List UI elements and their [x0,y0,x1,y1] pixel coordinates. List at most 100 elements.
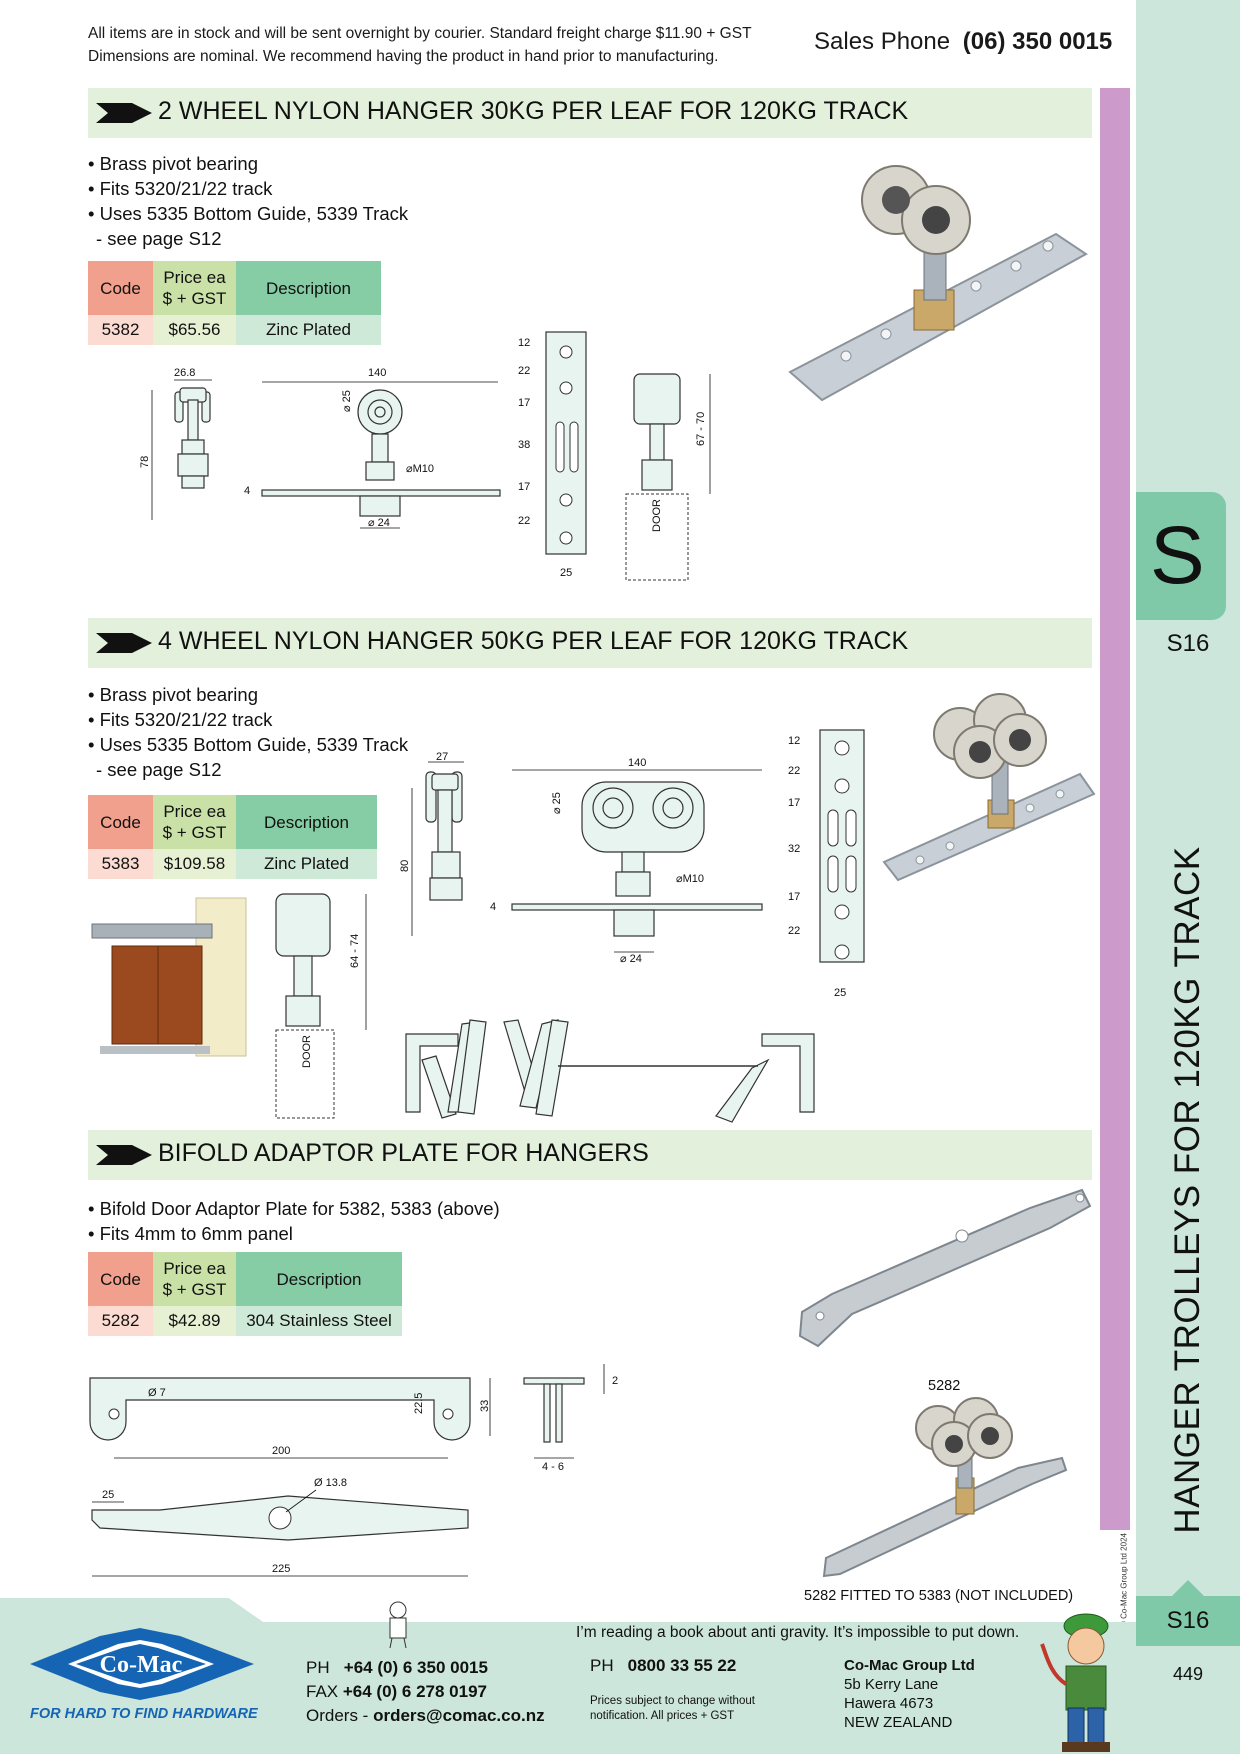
section-banner-2-wheel: 2 WHEEL NYLON HANGER 30KG PER LEAF FOR 1… [88,88,1092,138]
dim-thread: ⌀M10 [676,873,704,885]
dim-hole: Ø 7 [148,1387,166,1399]
footer-joke: I’m reading a book about anti gravity. I… [576,1624,1020,1641]
col-price-line1: Price ea [163,802,226,821]
adaptor-plate-photo [798,1188,1092,1348]
col-description: Description [236,1252,402,1306]
adaptor-plate-profile-diagram: 2 4 - 6 [523,1364,618,1473]
dim-end: 25 [102,1489,114,1501]
dim-height-inner: 22.5 [413,1393,425,1414]
list-item: Fits 5320/21/22 track [88,707,408,732]
dim-plate-width: 25 [560,567,572,579]
mount-plate-2-wheel-diagram: 12 22 17 38 17 22 25 [518,331,587,579]
dim-hole-1: 12 [518,337,530,349]
dim-hole-3: 17 [788,797,800,809]
side-rail-accent [1100,88,1130,1530]
price-table: Code Price ea $ + GST Description 5382 $… [88,261,381,345]
hanger-4-wheel-front-diagram: 140 ⌀M10 4 ⌀ 24 ⌀ 25 [490,757,763,965]
arrow-icon [96,1145,152,1165]
fitted-caption: 5282 FITTED TO 5383 (NOT INCLUDED) [804,1588,1074,1604]
dim-wheel: ⌀ 25 [341,390,353,412]
table-row[interactable]: 5383 $109.58 Zinc Plated [88,849,377,879]
cell-price: $42.89 [153,1306,236,1336]
dim-plate-thick: 4 [490,901,496,913]
notice-line-1: All items are in stock and will be sent … [88,25,752,42]
col-code: Code [88,795,153,849]
dim-plate-width: 25 [834,987,846,999]
list-item-note: - see page S12 [96,228,222,249]
col-code: Code [88,261,153,315]
list-item: Uses 5335 Bottom Guide, 5339 Track [88,732,409,757]
company-address: Co-Mac Group Ltd 5b Kerry Lane Hawera 46… [844,1656,975,1732]
list-item-note: - see page S12 [96,759,222,780]
col-price-line2: $ + GST [162,289,227,308]
section-title: 4 WHEEL NYLON HANGER 50KG PER LEAF FOR 1… [158,627,909,655]
door-mount-4-wheel-diagram: DOOR 64 - 74 [275,893,367,1119]
footer-tab [0,1598,266,1624]
prices-note-line2: notification. All prices + GST [590,1710,735,1722]
section-title: 2 WHEEL NYLON HANGER 30KG PER LEAF FOR 1… [158,97,909,125]
price-table: Code Price ea $ + GST Description 5282 $… [88,1252,402,1336]
dim-hole-spacing: 200 [272,1445,290,1457]
mascot-plumber-icon [1040,1613,1110,1752]
orders-row: Orders - orders@comac.co.nz [306,1704,545,1728]
sales-phone-number[interactable]: (06) 350 0015 [962,28,1113,55]
col-price-line2: $ + GST [162,823,227,842]
fax-number[interactable]: +64 (0) 6 278 0197 [342,1682,488,1701]
col-price: Price ea $ + GST [153,261,236,315]
table-row[interactable]: 5282 $42.89 304 Stainless Steel [88,1306,402,1336]
bifold-fold-diagram [405,1019,815,1123]
col-price-line1: Price ea [163,1259,226,1278]
page-code-top: S16 [1166,630,1210,657]
orders-label: Orders - [306,1706,369,1725]
dim-length: 140 [628,757,646,769]
col-price-line1: Price ea [163,268,226,287]
freephone-number[interactable]: 0800 33 55 22 [627,1656,737,1675]
dim-hole-5: 17 [518,481,530,493]
table-row[interactable]: 5382 $65.56 Zinc Plated [88,315,381,345]
comac-logo[interactable]: Co-Mac [28,1626,258,1707]
col-description: Description [236,795,377,849]
logo-tagline: FOR HARD TO FIND HARDWARE [30,1706,258,1722]
adaptor-plate-flat-diagram: 25 Ø 13.8 225 [91,1477,469,1577]
cell-code: 5383 [88,849,153,879]
list-item: Uses 5335 Bottom Guide, 5339 Track [88,201,409,226]
side-rail [1136,0,1240,1754]
orders-email[interactable]: orders@comac.co.nz [373,1706,545,1725]
fax-label: FAX [306,1682,339,1701]
fax-row: FAX +64 (0) 6 278 0197 [306,1680,545,1704]
hanger-2-wheel-diagram: 26.8 78 140 ⌀M10 4 ⌀ 24 ⌀ 25 [139,367,501,529]
dim-wheel: ⌀ 25 [551,792,563,814]
dim-height: 78 [139,456,151,468]
logo-diamond-icon: Co-Mac [30,1628,254,1700]
dim-hole-2: 22 [788,765,800,777]
prices-note: Prices subject to change without notific… [590,1694,755,1724]
notice-line-2: Dimensions are nominal. We recommend hav… [88,48,719,65]
section-tab[interactable] [1136,492,1226,620]
dim-hole-2: 22 [518,365,530,377]
hanger-2-wheel-photo [788,165,1088,402]
dim-flange: 2 [612,1375,618,1387]
header-notice: All items are in stock and will be sent … [88,22,752,68]
freephone: PH 0800 33 55 22 [590,1656,736,1676]
contact-block: PH +64 (0) 6 350 0015 FAX +64 (0) 6 278 … [306,1656,545,1728]
freephone-label: PH [590,1656,614,1675]
col-price: Price ea $ + GST [153,1252,236,1306]
dim-panel: 4 - 6 [542,1461,564,1473]
dim-length: 225 [272,1563,290,1575]
list-item: Bifold Door Adaptor Plate for 5382, 5383… [88,1196,500,1221]
phone-number[interactable]: +64 (0) 6 350 0015 [343,1658,488,1677]
arrow-icon [96,633,152,653]
dim-height: 33 [479,1400,491,1412]
sales-phone: Sales Phone (06) 350 0015 [814,28,1112,56]
cell-price: $109.58 [153,849,236,879]
dim-centre-hole: Ø 13.8 [314,1477,347,1489]
feature-list: Bifold Door Adaptor Plate for 5382, 5383… [88,1196,500,1246]
dim-hole-5: 17 [788,891,800,903]
page-number: 449 [1172,1664,1204,1684]
dim-width-top: 26.8 [174,367,195,379]
list-item: Brass pivot bearing [88,151,408,176]
page-code-pointer [1172,1580,1204,1596]
phone-row: PH +64 (0) 6 350 0015 [306,1656,545,1680]
mascot-small-icon [389,1601,407,1649]
door-label: DOOR [301,1035,313,1068]
